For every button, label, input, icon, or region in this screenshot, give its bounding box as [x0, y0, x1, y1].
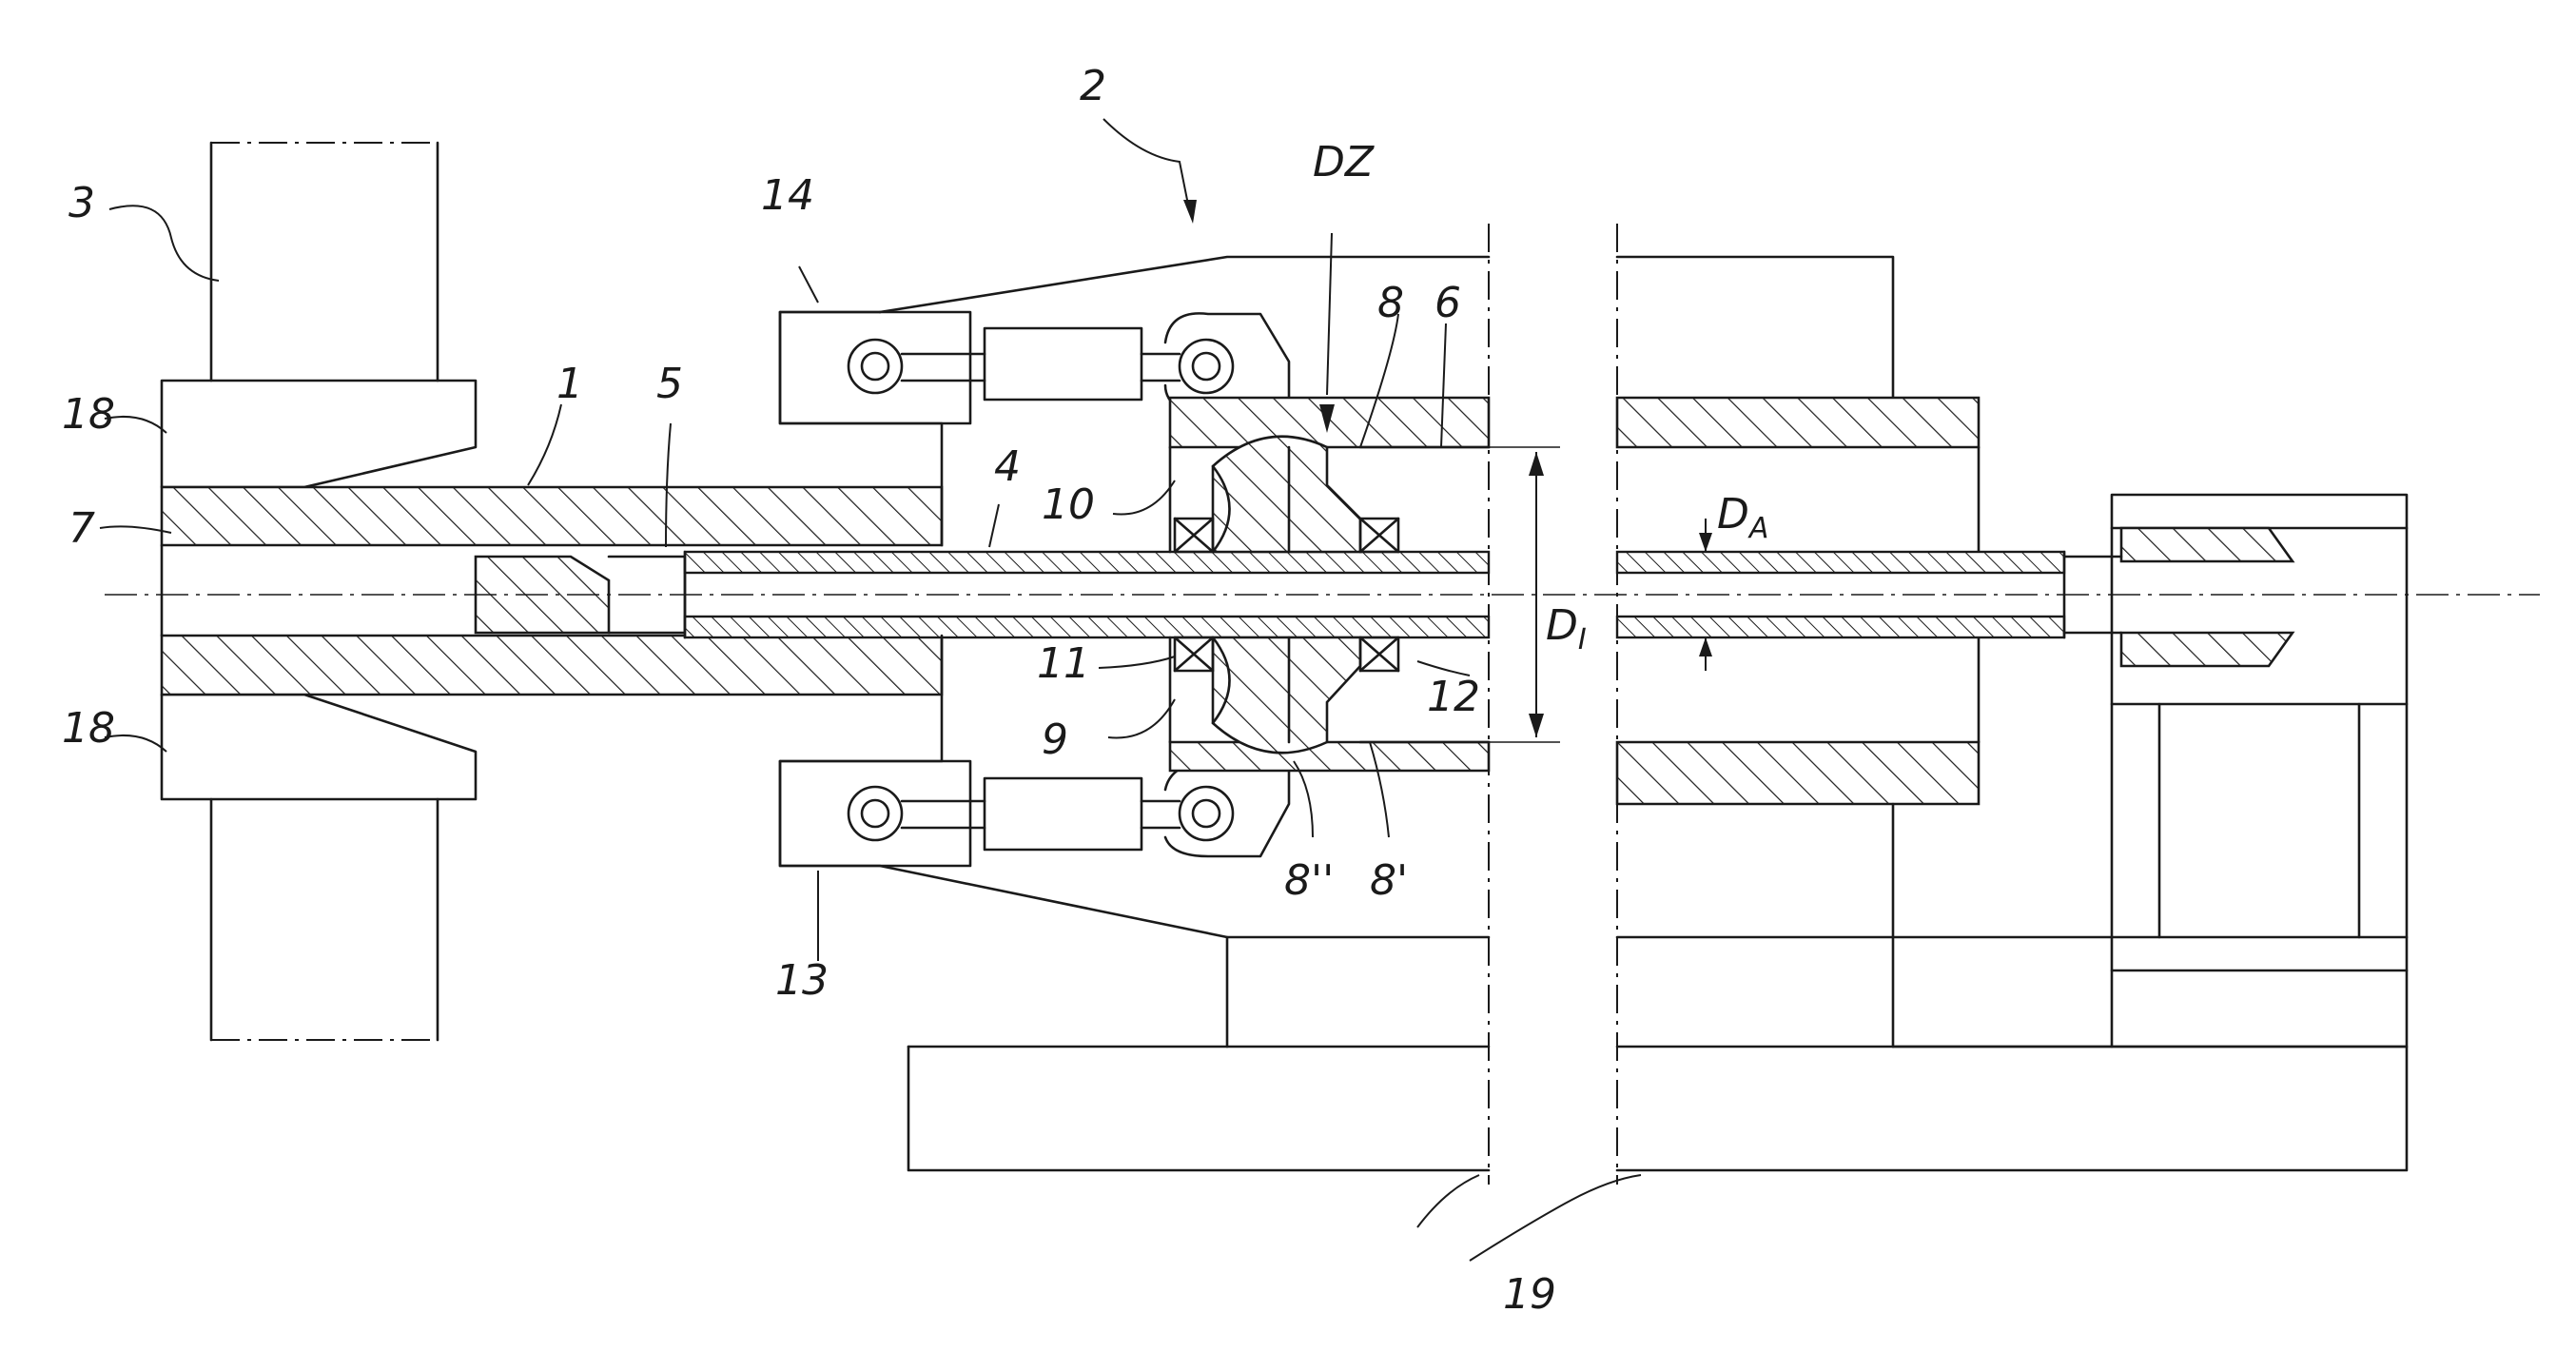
label-8: 8 — [1377, 279, 1404, 327]
label-1: 1 — [556, 360, 583, 408]
label-3: 3 — [68, 179, 95, 227]
label-2: 2 — [1080, 62, 1106, 110]
label-13: 13 — [775, 956, 829, 1005]
label-8pp: 8'' — [1284, 856, 1334, 905]
reference-2-arrow — [1103, 119, 1197, 224]
label-7: 7 — [68, 504, 95, 553]
label-14: 14 — [761, 171, 814, 220]
clamp-column-3 — [211, 143, 438, 1040]
hydraulic-cylinder-lower-13 — [780, 761, 1289, 866]
label-di: DI — [1546, 601, 1587, 656]
base-plate-19 — [908, 937, 2407, 1170]
label-da: DA — [1717, 490, 1768, 545]
clamping-jaw-upper-18 — [162, 381, 476, 487]
label-18-lower: 18 — [62, 704, 115, 753]
bearing-11 — [1175, 637, 1213, 671]
label-5: 5 — [656, 360, 683, 408]
label-dz: DZ — [1313, 138, 1375, 186]
label-18-upper: 18 — [62, 390, 115, 439]
leader-lines — [100, 206, 1641, 1261]
right-housing — [1617, 257, 2112, 1047]
label-6: 6 — [1434, 279, 1461, 327]
label-10: 10 — [1042, 480, 1095, 529]
bearing-10 — [1175, 519, 1213, 552]
label-11: 11 — [1037, 639, 1090, 688]
label-8p: 8' — [1370, 856, 1408, 905]
label-4: 4 — [994, 442, 1021, 491]
label-9: 9 — [1042, 715, 1068, 764]
label-12: 12 — [1427, 673, 1480, 721]
end-stop-right — [2064, 495, 2407, 1047]
label-19: 19 — [1503, 1270, 1556, 1319]
clamping-jaw-lower-18 — [162, 695, 476, 799]
